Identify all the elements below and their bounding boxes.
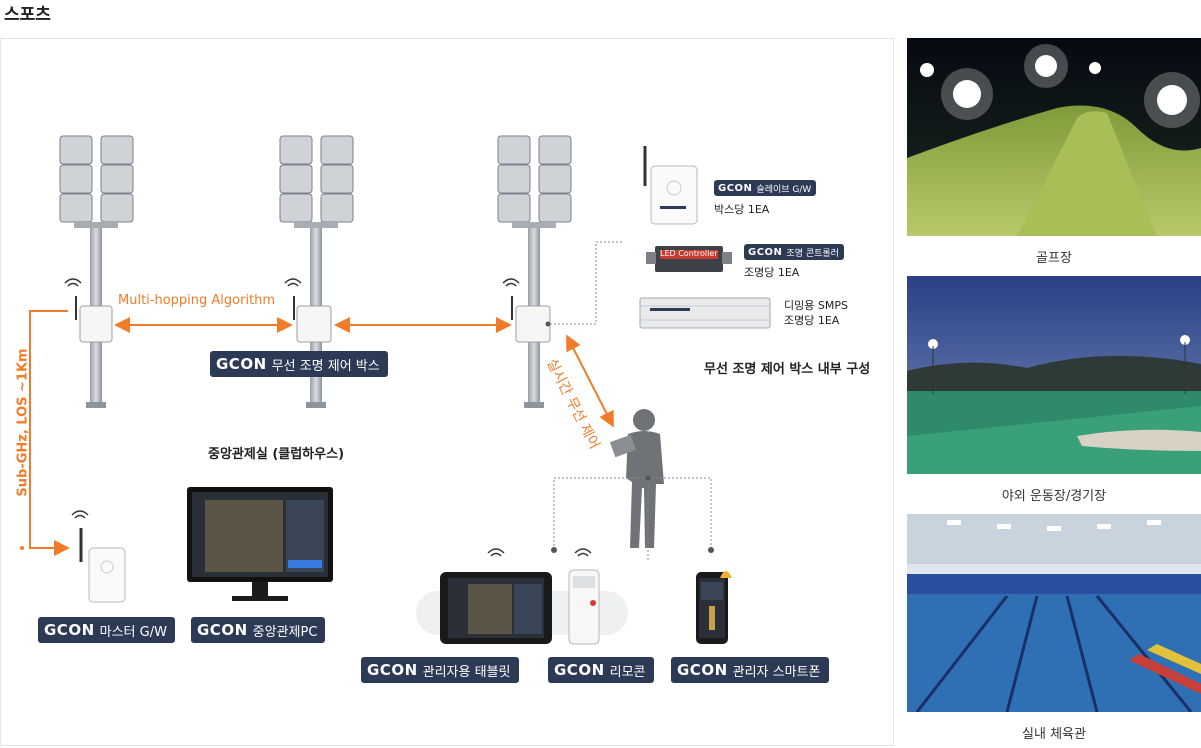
led-controller-device-text: LED Controller [660, 249, 718, 258]
controller-tag: GCON 조명 콘트롤러 [744, 244, 844, 260]
slave-gw-label: 슬레이브 G/W [756, 184, 812, 195]
phone-label: 관리자 스마트폰 [732, 664, 821, 680]
control-pc-monitor [187, 487, 333, 601]
gcon-logo: GCON [216, 355, 267, 373]
master-gw-label: 마스터 G/W [99, 624, 167, 640]
light-pole-1 [59, 135, 134, 408]
gcon-logo: GCON [44, 621, 95, 639]
gcon-logo: GCON [718, 182, 753, 194]
remote-tag: GCON 리모콘 [548, 657, 654, 683]
control-pc-tag: GCON 중앙관제PC [191, 617, 326, 643]
multi-hopping-label: Multi-hopping Algorithm [118, 293, 276, 308]
remote-device [568, 548, 600, 645]
realtime-arrow [566, 334, 614, 428]
device-connectors [553, 477, 712, 560]
master-gateway-device [71, 510, 126, 603]
inner-components-caption: 무선 조명 제어 박스 내부 구성 [704, 362, 871, 377]
smps-count: 조명당 1EA [784, 314, 840, 327]
slave-gateway-device [643, 146, 698, 225]
tablet-device [440, 548, 552, 644]
gcon-logo: GCON [554, 661, 605, 679]
gcon-logo: GCON [677, 661, 728, 679]
indoor-pool-photo [907, 514, 1201, 712]
smartphone-device [696, 571, 732, 644]
controller-count: 조명당 1EA [744, 266, 800, 279]
master-gw-tag: GCON 마스터 G/W [38, 617, 175, 643]
remote-label: 리모콘 [609, 664, 646, 680]
light-pole-2 [279, 135, 354, 408]
slave-gw-tag: GCON 슬레이브 G/W [714, 180, 817, 196]
outdoor-field-label: 야외 운동장/경기장 [1001, 489, 1107, 504]
tablet-label: 관리자용 태블릿 [422, 664, 511, 680]
section-title: 스포츠 [4, 5, 51, 25]
indoor-pool-label: 실내 체육관 [1022, 727, 1086, 742]
inner-box-connector [550, 241, 622, 325]
tablet-tag: GCON 관리자용 태블릿 [361, 657, 519, 683]
golf-course-photo [907, 38, 1201, 236]
wifi-icon [64, 278, 520, 287]
slave-gw-count: 박스당 1EA [714, 203, 770, 216]
outdoor-field-photo [907, 276, 1201, 474]
control-room-caption: 중앙관제실 (클럽하우스) [208, 447, 345, 462]
pole-box-label: 무선 조명 제어 박스 [271, 358, 380, 374]
controller-label: 조명 콘트롤러 [786, 248, 839, 259]
sub-ghz-label: Sub-GHz, LOS ~1Km [15, 348, 31, 497]
gcon-logo: GCON [748, 246, 783, 258]
control-pc-label: 중앙관제PC [252, 624, 318, 640]
led-controller-device [646, 246, 732, 272]
smps-device [639, 297, 771, 329]
golf-course-label: 골프장 [1036, 251, 1072, 266]
pole-box-tag: GCON 무선 조명 제어 박스 [210, 351, 388, 377]
phone-tag: GCON 관리자 스마트폰 [671, 657, 829, 683]
light-pole-3 [497, 135, 572, 408]
operator-silhouette [609, 409, 664, 548]
gcon-logo: GCON [197, 621, 248, 639]
sub-ghz-link [29, 310, 70, 556]
smps-label: 디밍용 SMPS [784, 299, 848, 312]
gcon-logo: GCON [367, 661, 418, 679]
